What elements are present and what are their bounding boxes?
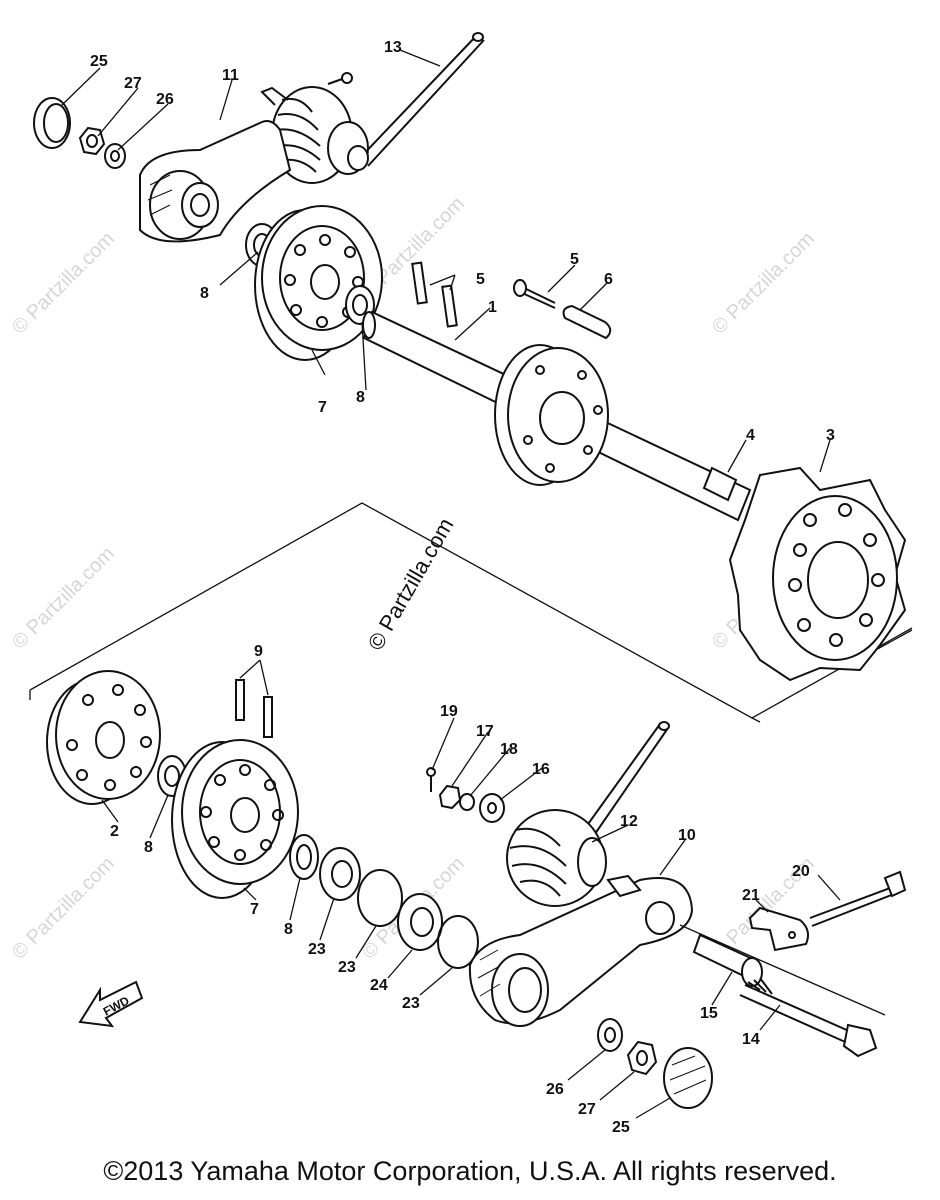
callout-2: 2 bbox=[110, 823, 119, 840]
callout-1: 1 bbox=[488, 299, 497, 316]
callout-12: 12 bbox=[620, 813, 638, 830]
callout-23: 23 bbox=[338, 959, 356, 976]
bearing-24 bbox=[397, 893, 443, 951]
callout-15: 15 bbox=[700, 1005, 718, 1022]
bearing-23-a bbox=[319, 847, 361, 901]
callout-8: 8 bbox=[144, 839, 153, 856]
callout-16: 16 bbox=[532, 761, 550, 778]
snap-ring-23-c bbox=[437, 915, 479, 969]
watermark: © Partzilla.com bbox=[8, 543, 119, 654]
callout-5: 5 bbox=[570, 251, 579, 268]
alignment-line bbox=[679, 924, 886, 1016]
callout-6: 6 bbox=[604, 271, 613, 288]
callout-23: 23 bbox=[308, 941, 326, 958]
callout-3: 3 bbox=[826, 427, 835, 444]
callout-23: 23 bbox=[402, 995, 420, 1012]
torsion-spring-11 bbox=[260, 72, 369, 184]
bolt-5 bbox=[513, 279, 556, 309]
washer-8-lower-b bbox=[289, 834, 319, 880]
callout-5: 5 bbox=[476, 271, 485, 288]
callout-26: 26 bbox=[156, 91, 174, 108]
callout-25: 25 bbox=[90, 53, 108, 70]
callout-27: 27 bbox=[578, 1101, 596, 1118]
washer-26-upper bbox=[104, 143, 126, 169]
sprocket-wheel-2 bbox=[46, 670, 161, 805]
nut-17 bbox=[438, 784, 462, 810]
cap-25-upper bbox=[33, 97, 71, 149]
washer-26-lower bbox=[597, 1018, 623, 1052]
snap-ring-23-b bbox=[357, 869, 403, 927]
washer-18 bbox=[459, 793, 475, 811]
callout-7: 7 bbox=[318, 399, 327, 416]
swing-arm-upper bbox=[139, 120, 292, 243]
callout-14: 14 bbox=[742, 1031, 760, 1048]
callout-26: 26 bbox=[546, 1081, 564, 1098]
rod-12-lower bbox=[577, 721, 670, 845]
callout-18: 18 bbox=[500, 741, 518, 758]
callout-8: 8 bbox=[284, 921, 293, 938]
callout-25: 25 bbox=[612, 1119, 630, 1136]
callout-9: 9 bbox=[254, 643, 263, 660]
keys-9 bbox=[235, 679, 273, 738]
sprocket-wheel-7-lower bbox=[171, 739, 299, 899]
watermark: © Partzilla.com bbox=[8, 853, 119, 964]
swing-arm-10-lower bbox=[468, 874, 694, 1027]
sprocket-disk-middle bbox=[494, 344, 609, 486]
bolt-14 bbox=[739, 977, 878, 1058]
adjuster-15 bbox=[692, 933, 763, 987]
bolt-20 bbox=[809, 870, 907, 927]
front-direction-arrow-icon: FWD bbox=[78, 980, 144, 1028]
explosion-boundary-line bbox=[29, 690, 761, 723]
watermark-layer: © Partzilla.com © Partzilla.com © Partzi… bbox=[8, 193, 819, 964]
callout-24: 24 bbox=[370, 977, 388, 994]
callout-21: 21 bbox=[742, 887, 760, 904]
callout-labels: 25 27 26 11 13 8 7 8 5 1 5 6 4 3 9 2 8 7… bbox=[90, 39, 835, 1136]
callout-8: 8 bbox=[356, 389, 365, 406]
torsion-spring-12 bbox=[506, 809, 607, 907]
keys-5 bbox=[411, 261, 458, 328]
nut-27-lower bbox=[626, 1040, 658, 1076]
cap-25-lower bbox=[663, 1047, 713, 1109]
callout-4: 4 bbox=[746, 427, 755, 444]
rod-13 bbox=[357, 32, 485, 167]
leader-lines bbox=[61, 49, 841, 1119]
watermark: © Partzilla.com bbox=[8, 228, 119, 339]
callout-19: 19 bbox=[440, 703, 458, 720]
explosion-boundary-line bbox=[29, 502, 913, 719]
nut-27-upper bbox=[78, 126, 106, 156]
callout-10: 10 bbox=[678, 827, 696, 844]
bracket-21 bbox=[748, 906, 809, 952]
callout-17: 17 bbox=[476, 723, 494, 740]
callout-8: 8 bbox=[200, 285, 209, 302]
bolt-19 bbox=[426, 767, 436, 792]
collar-4 bbox=[702, 466, 738, 502]
copyright-notice: ©2013 Yamaha Motor Corporation, U.S.A. A… bbox=[103, 1156, 837, 1186]
watermark: © Partzilla.com bbox=[708, 228, 819, 339]
callout-11: 11 bbox=[222, 67, 239, 84]
callout-7: 7 bbox=[250, 901, 259, 918]
callout-13: 13 bbox=[384, 39, 402, 56]
clip-6 bbox=[562, 304, 612, 340]
drive-sprocket-3 bbox=[728, 466, 907, 682]
callout-20: 20 bbox=[792, 863, 810, 880]
washer-16 bbox=[479, 793, 505, 823]
center-watermark: © Partzilla.com bbox=[363, 514, 459, 655]
callout-27: 27 bbox=[124, 75, 142, 92]
